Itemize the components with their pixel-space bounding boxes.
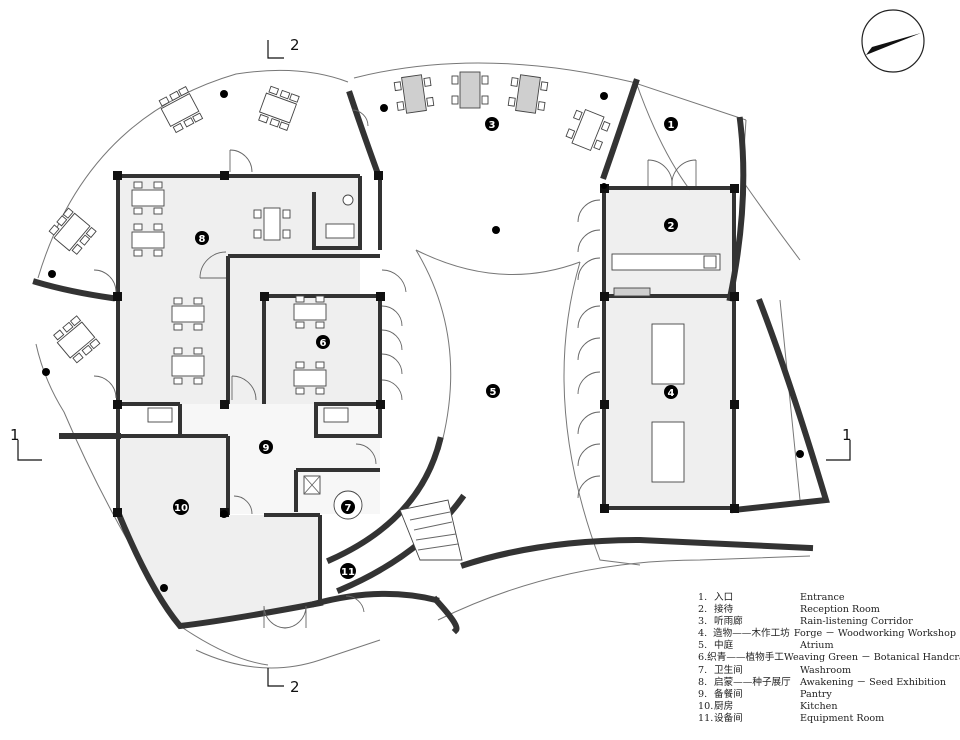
legend-en: Entrance [800, 592, 845, 603]
room-marker-8: 8 [195, 231, 209, 245]
north-arrow-icon [861, 9, 925, 73]
legend-en: Washroom [800, 664, 852, 676]
legend-cn: 造物——木作工坊 [713, 628, 790, 640]
room-marker-1: 1 [664, 117, 678, 131]
room-marker-9: 9 [259, 440, 273, 454]
legend-cn: 入口 [714, 592, 734, 603]
legend-en: Awakening － Seed Exhibition [800, 676, 947, 688]
legend-row: 3. 听雨廊 Rain-listening Corridor [698, 616, 956, 628]
legend-num: 7. [698, 664, 708, 676]
legend-row: 7. 卫生间 Washroom [698, 665, 956, 677]
room-marker-11: 11 [340, 563, 356, 579]
legend-en: Atrium [800, 640, 834, 652]
room-marker-3: 3 [485, 117, 499, 131]
legend-num: 6. [698, 652, 708, 664]
section-1-left-label: 1 [10, 426, 20, 444]
section-2-bottom-label: 2 [290, 678, 300, 696]
room-marker-10: 10 [173, 499, 189, 515]
legend-row: 10.厨房 Kitchen [698, 701, 956, 713]
legend-num: 4. [698, 628, 708, 640]
legend-cn: 接待 [714, 604, 734, 616]
legend-cn: 厨房 [714, 700, 734, 712]
section-marks: 2 2 1 1 [10, 36, 852, 696]
legend-en: Equipment Room [800, 712, 885, 724]
legend-cn: 卫生间 [714, 664, 743, 676]
room-marker-label: 3 [489, 120, 496, 131]
legend-num: 3. [698, 616, 708, 628]
legend-num: 10. [698, 700, 714, 712]
legend-cn: 织青——植物手工 [707, 652, 784, 664]
room-marker-label: 5 [490, 387, 497, 398]
room-marker-label: 9 [263, 443, 270, 454]
section-2-top-label: 2 [290, 36, 300, 54]
room-marker-label: 10 [174, 503, 188, 514]
legend-en: Forge － Woodworking Workshop [793, 628, 956, 640]
legend-cn: 设备间 [714, 712, 743, 724]
legend-row: 2. 接待 Reception Room [698, 604, 956, 616]
legend-row: 11.设备间 Equipment Room [698, 713, 956, 725]
legend-num: 1. [698, 592, 708, 603]
stair [399, 499, 463, 561]
room-markers: 1 2 3 4 5 6 7 8 9 10 11 [173, 117, 678, 579]
legend-en: Reception Room [800, 604, 880, 616]
legend-en: Pantry [800, 688, 832, 700]
legend-cn: 备餐间 [714, 688, 743, 700]
room-marker-2: 2 [664, 218, 678, 232]
legend-cn: 听雨廊 [714, 616, 743, 628]
room-marker-label: 7 [345, 503, 352, 514]
room-marker-label: 1 [668, 120, 675, 131]
legend-num: 2. [698, 604, 708, 616]
legend-row: 8. 启蒙——种子展厅 Awakening － Seed Exhibition [698, 677, 956, 689]
legend-cn: 中庭 [714, 640, 734, 652]
room-marker-label: 8 [199, 234, 206, 245]
legend-row: 9. 备餐间 Pantry [698, 689, 956, 701]
legend-row: 1. 入口 Entrance [698, 592, 956, 604]
legend-num: 8. [698, 676, 708, 688]
legend-num: 5. [698, 640, 708, 652]
legend-cn: 启蒙——种子展厅 [714, 676, 791, 688]
section-1-right-label: 1 [842, 426, 852, 444]
room-marker-5: 5 [486, 384, 500, 398]
doors [93, 109, 697, 629]
legend-en: Weaving Green － Botanical Handcraft [783, 652, 960, 664]
outer-outline [35, 62, 811, 669]
legend-row: 5. 中庭 Atrium [698, 640, 956, 652]
legend-num: 9. [698, 688, 708, 700]
legend-en: Kitchen [800, 700, 838, 712]
room-marker-4: 4 [664, 385, 678, 399]
room-marker-label: 11 [341, 567, 355, 578]
room-marker-label: 2 [668, 221, 675, 232]
legend-num: 11. [698, 712, 714, 724]
room-marker-label: 4 [668, 388, 675, 399]
legend: 1. 入口 Entrance 2. 接待 Reception Room 3. 听雨廊 Rain-… [698, 592, 960, 725]
light-fixtures [42, 90, 804, 592]
furniture [48, 71, 721, 520]
curved-walls [32, 78, 830, 635]
room-marker-label: 6 [320, 338, 327, 349]
legend-en: Rain-listening Corridor [800, 616, 913, 628]
room-marker-7: 7 [341, 500, 355, 514]
room-marker-6: 6 [316, 335, 330, 349]
